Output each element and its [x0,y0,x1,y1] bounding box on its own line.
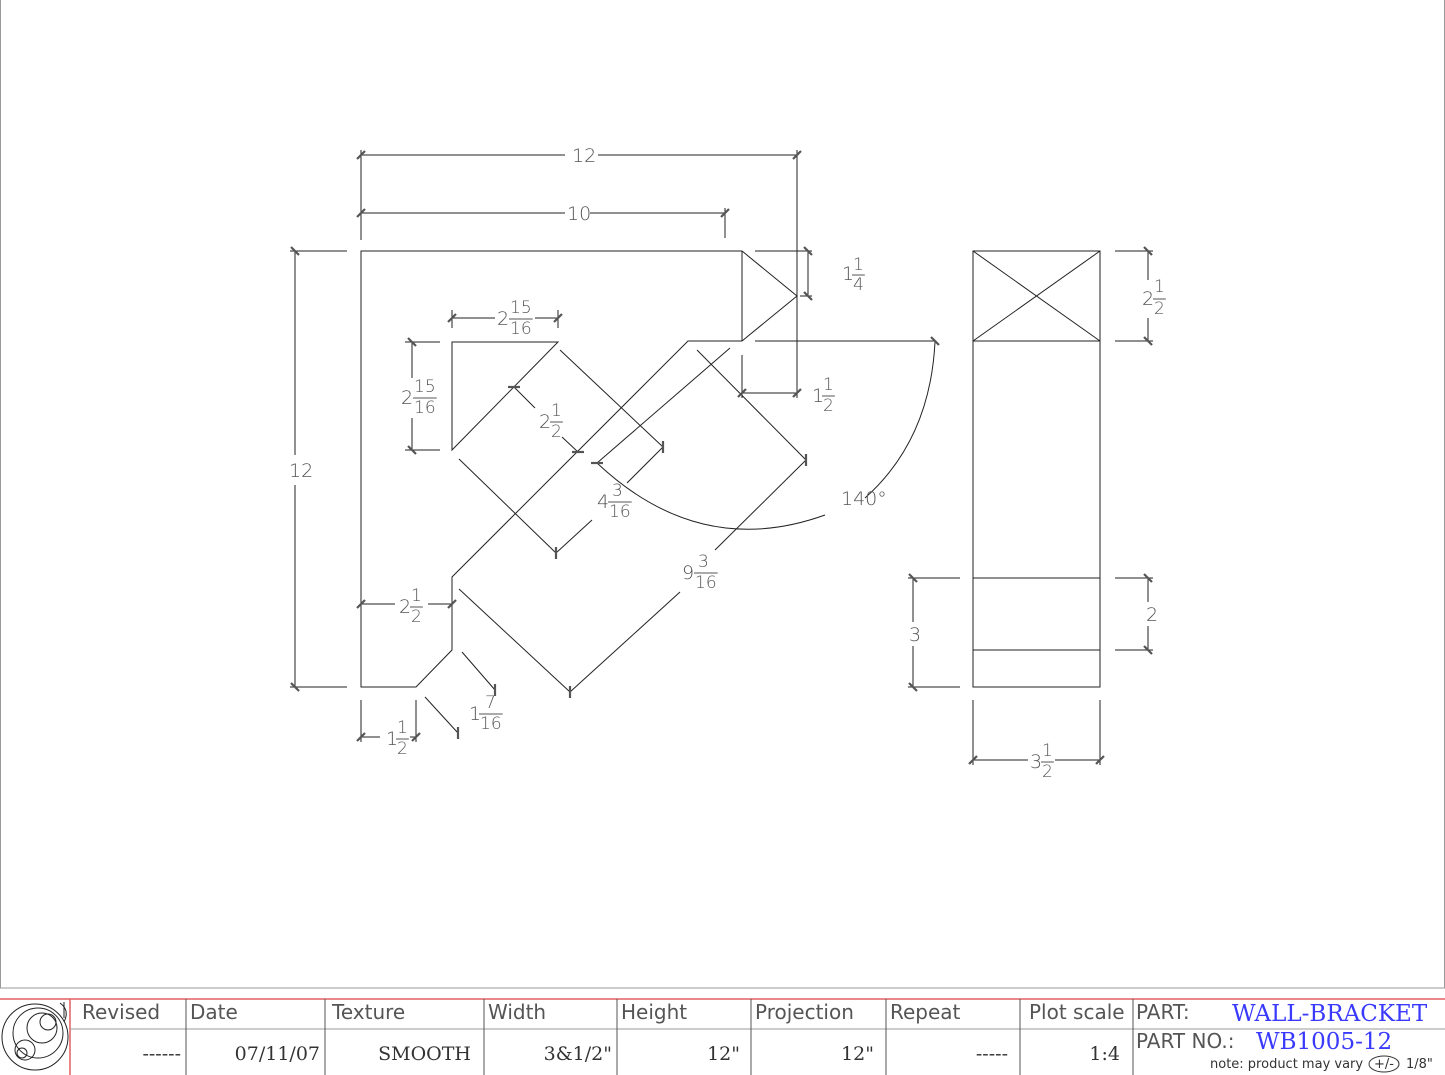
bracket-profile [360,250,798,688]
dim-side-width: 3 1 2 [1030,741,1054,782]
value-width: 3&1/2" [544,1043,612,1065]
svg-text:1: 1 [469,703,481,725]
dim-inner-width: 10 [567,203,591,225]
svg-text:16: 16 [510,319,532,339]
side-view: 2 1 2 2 3 3 1 2 [908,246,1166,782]
dim-overall-width: 12 [572,145,596,167]
svg-text:1: 1 [1042,741,1053,761]
dim-foot-width: 1 1 2 [386,718,409,759]
dimension-lines [294,154,936,738]
svg-text:1: 1 [386,728,398,750]
svg-text:1: 1 [551,401,562,421]
value-plot-scale: 1:4 [1089,1043,1120,1065]
svg-text:2: 2 [1142,288,1154,310]
svg-text:2: 2 [399,596,411,618]
dim-cutout-width: 2 15 16 [497,298,533,339]
dim-chamfer: 1 7 16 [469,693,503,734]
dim-diag-offset: 2 1 2 [539,401,563,442]
svg-text:2: 2 [401,387,413,409]
value-texture: SMOOTH [378,1043,471,1065]
header-repeat: Repeat [890,1000,961,1024]
side-dimension-lines [908,250,1153,765]
dim-diag-inner: 4 3 16 [597,481,632,522]
svg-text:2: 2 [823,396,834,416]
side-dimension-ticks [908,246,1153,765]
svg-text:9: 9 [682,562,694,584]
header-plot-scale: Plot scale [1029,1000,1125,1024]
svg-text:2: 2 [411,607,422,627]
dim-lower-band: 2 [1146,604,1158,626]
value-height: 12" [707,1043,740,1065]
header-date: Date [190,1000,238,1024]
company-logo [1,1002,69,1071]
svg-text:1: 1 [1154,277,1165,297]
svg-text:1: 1 [397,718,408,738]
side-outline [972,250,1101,688]
triangle-cutout [451,341,560,452]
svg-text:2: 2 [1154,299,1165,319]
value-projection: 12" [841,1043,874,1065]
tolerance-symbol-circle [1368,1055,1400,1073]
dim-bottom-height: 3 [909,624,921,646]
svg-text:4: 4 [597,491,609,513]
dim-cutout-height: 2 15 16 [401,377,437,418]
header-projection: Projection [755,1000,854,1024]
svg-text:1: 1 [411,586,422,606]
header-texture: Texture [331,1000,405,1024]
front-view: 12 10 12 140° 1 1 4 1 1 2 2 15 16 2 15 1… [289,145,940,759]
svg-text:2: 2 [551,422,562,442]
value-repeat: ----- [976,1043,1008,1065]
dim-diag-outer: 9 3 16 [682,552,718,593]
title-column-dividers [185,999,1134,1075]
svg-text:16: 16 [414,398,436,418]
part-no-label: PART NO.: [1136,1029,1234,1053]
svg-text:2: 2 [539,411,551,433]
svg-text:3: 3 [1030,751,1042,773]
side-top-block [972,250,1101,651]
tolerance-note: note: product may vary [1210,1057,1363,1072]
tolerance-value: 1/8" [1406,1057,1433,1072]
header-revised: Revised [82,1000,160,1024]
svg-text:15: 15 [414,377,436,397]
dim-tip-height: 1 1 4 [842,255,865,295]
svg-text:2: 2 [397,739,408,759]
svg-text:1: 1 [842,263,854,285]
dim-top-block: 2 1 2 [1142,277,1166,319]
svg-text:1: 1 [853,255,864,275]
part-value: WALL-BRACKET [1232,1001,1428,1027]
svg-text:3: 3 [698,552,709,572]
dimension-ticks [290,150,940,742]
svg-text:1: 1 [823,375,834,395]
svg-text:4: 4 [853,275,864,295]
tolerance-symbol: +/- [1374,1057,1394,1072]
title-block: Revised Date Texture Width Height Projec… [0,998,1445,1075]
svg-text:2: 2 [1042,762,1053,782]
dim-overall-height: 12 [289,460,313,482]
svg-text:2: 2 [497,308,509,330]
svg-text:1: 1 [812,385,824,407]
dim-angle: 140° [841,488,887,510]
part-no-value: WB1005-12 [1256,1029,1392,1055]
dim-bottom-width: 2 1 2 [399,586,423,627]
svg-text:15: 15 [510,298,532,318]
value-revised: ------ [142,1043,181,1065]
svg-text:16: 16 [695,573,717,593]
header-width: Width [488,1000,546,1024]
value-date: 07/11/07 [235,1043,320,1065]
header-height: Height [621,1000,687,1024]
svg-text:16: 16 [480,714,502,734]
svg-text:3: 3 [612,481,623,501]
dim-tip-depth: 1 1 2 [812,375,835,416]
part-label: PART: [1136,1000,1190,1024]
svg-text:7: 7 [485,693,496,713]
svg-text:16: 16 [609,502,631,522]
